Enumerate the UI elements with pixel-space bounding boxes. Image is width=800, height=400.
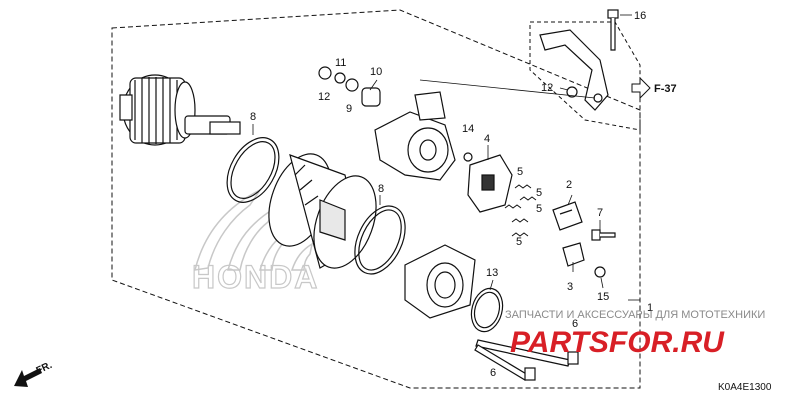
callout-5-a: 5	[517, 166, 523, 178]
callout-6-a: 6	[572, 318, 578, 330]
front-cover	[374, 91, 456, 181]
watermark-tagline: ЗАПЧАСТИ И АКСЕССУАРЫ ДЛЯ МОТОТЕХНИКИ	[505, 309, 765, 321]
callout-6-b: 6	[490, 367, 496, 379]
callout-2: 2	[566, 179, 572, 191]
terminal-2	[552, 201, 583, 231]
reference-arrow: F-37	[631, 76, 677, 100]
callout-11: 11	[335, 57, 346, 69]
brush-holder	[467, 154, 513, 213]
nut-15	[594, 266, 606, 278]
callout-16: 16	[634, 10, 646, 22]
motor-case	[268, 153, 377, 269]
o-ring-left	[226, 137, 280, 203]
o-ring-right	[354, 205, 406, 275]
watermark: ЗАПЧАСТИ И АКСЕССУАРЫ ДЛЯ МОТОТЕХНИКИ PA…	[505, 309, 765, 359]
reference-f37: F-37	[654, 83, 677, 95]
bolt-7	[591, 229, 616, 241]
callout-9: 9	[346, 103, 352, 115]
callout-14: 14	[462, 123, 474, 135]
leader-lines	[252, 14, 640, 301]
insulator-3	[562, 242, 585, 267]
callout-7: 7	[597, 207, 603, 219]
bolt-16	[607, 9, 619, 51]
front-label: FR.	[35, 360, 54, 377]
callout-5-c: 5	[536, 203, 542, 215]
brush-springs	[504, 184, 537, 237]
mounting-bracket	[539, 29, 609, 111]
small-hardware	[318, 66, 578, 162]
callout-15: 15	[597, 291, 609, 303]
callout-8-b: 8	[378, 183, 384, 195]
callout-10: 10	[370, 66, 382, 78]
assembly-outline	[111, 9, 641, 389]
callout-1: 1	[647, 302, 653, 314]
rear-cover	[404, 244, 476, 319]
front-arrow: FR.	[14, 360, 54, 387]
long-bolts	[474, 339, 579, 381]
callout-8-a: 8	[250, 111, 256, 123]
callout-12-a: 12	[318, 91, 330, 103]
o-ring-13	[470, 287, 504, 333]
armature	[119, 74, 241, 146]
watermark-brand: PARTSFOR.RU	[510, 326, 725, 359]
callout-5-d: 5	[516, 236, 522, 248]
callout-13: 13	[486, 267, 498, 279]
callouts: 1 2 3 4 5 5 5 5 6 6 7 8 8 9 10 11 12 12 …	[250, 10, 653, 379]
diagram-code: K0A4E1300	[718, 382, 772, 393]
honda-logo-text: HONDA	[192, 259, 319, 295]
callout-5-b: 5	[536, 187, 542, 199]
callout-4: 4	[484, 133, 490, 145]
callout-3: 3	[567, 281, 573, 293]
callout-12-b: 12	[541, 82, 553, 94]
